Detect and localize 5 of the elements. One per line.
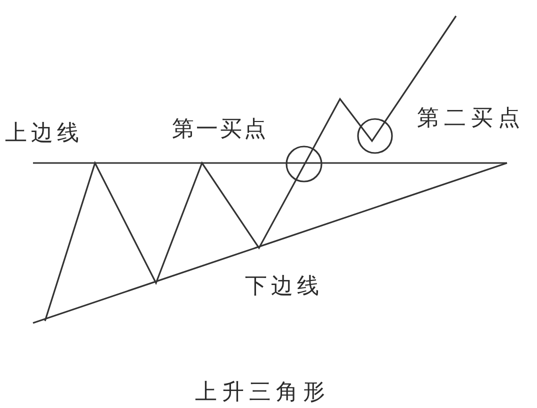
buy-point-label: 第二买点 (417, 106, 525, 132)
upper-line-label: 上边线 (5, 121, 83, 147)
lower-line-label: 下边线 (245, 274, 323, 300)
buy-point-label: 第一买点 (172, 117, 268, 143)
chart-caption: 上升三角形 (195, 380, 330, 406)
